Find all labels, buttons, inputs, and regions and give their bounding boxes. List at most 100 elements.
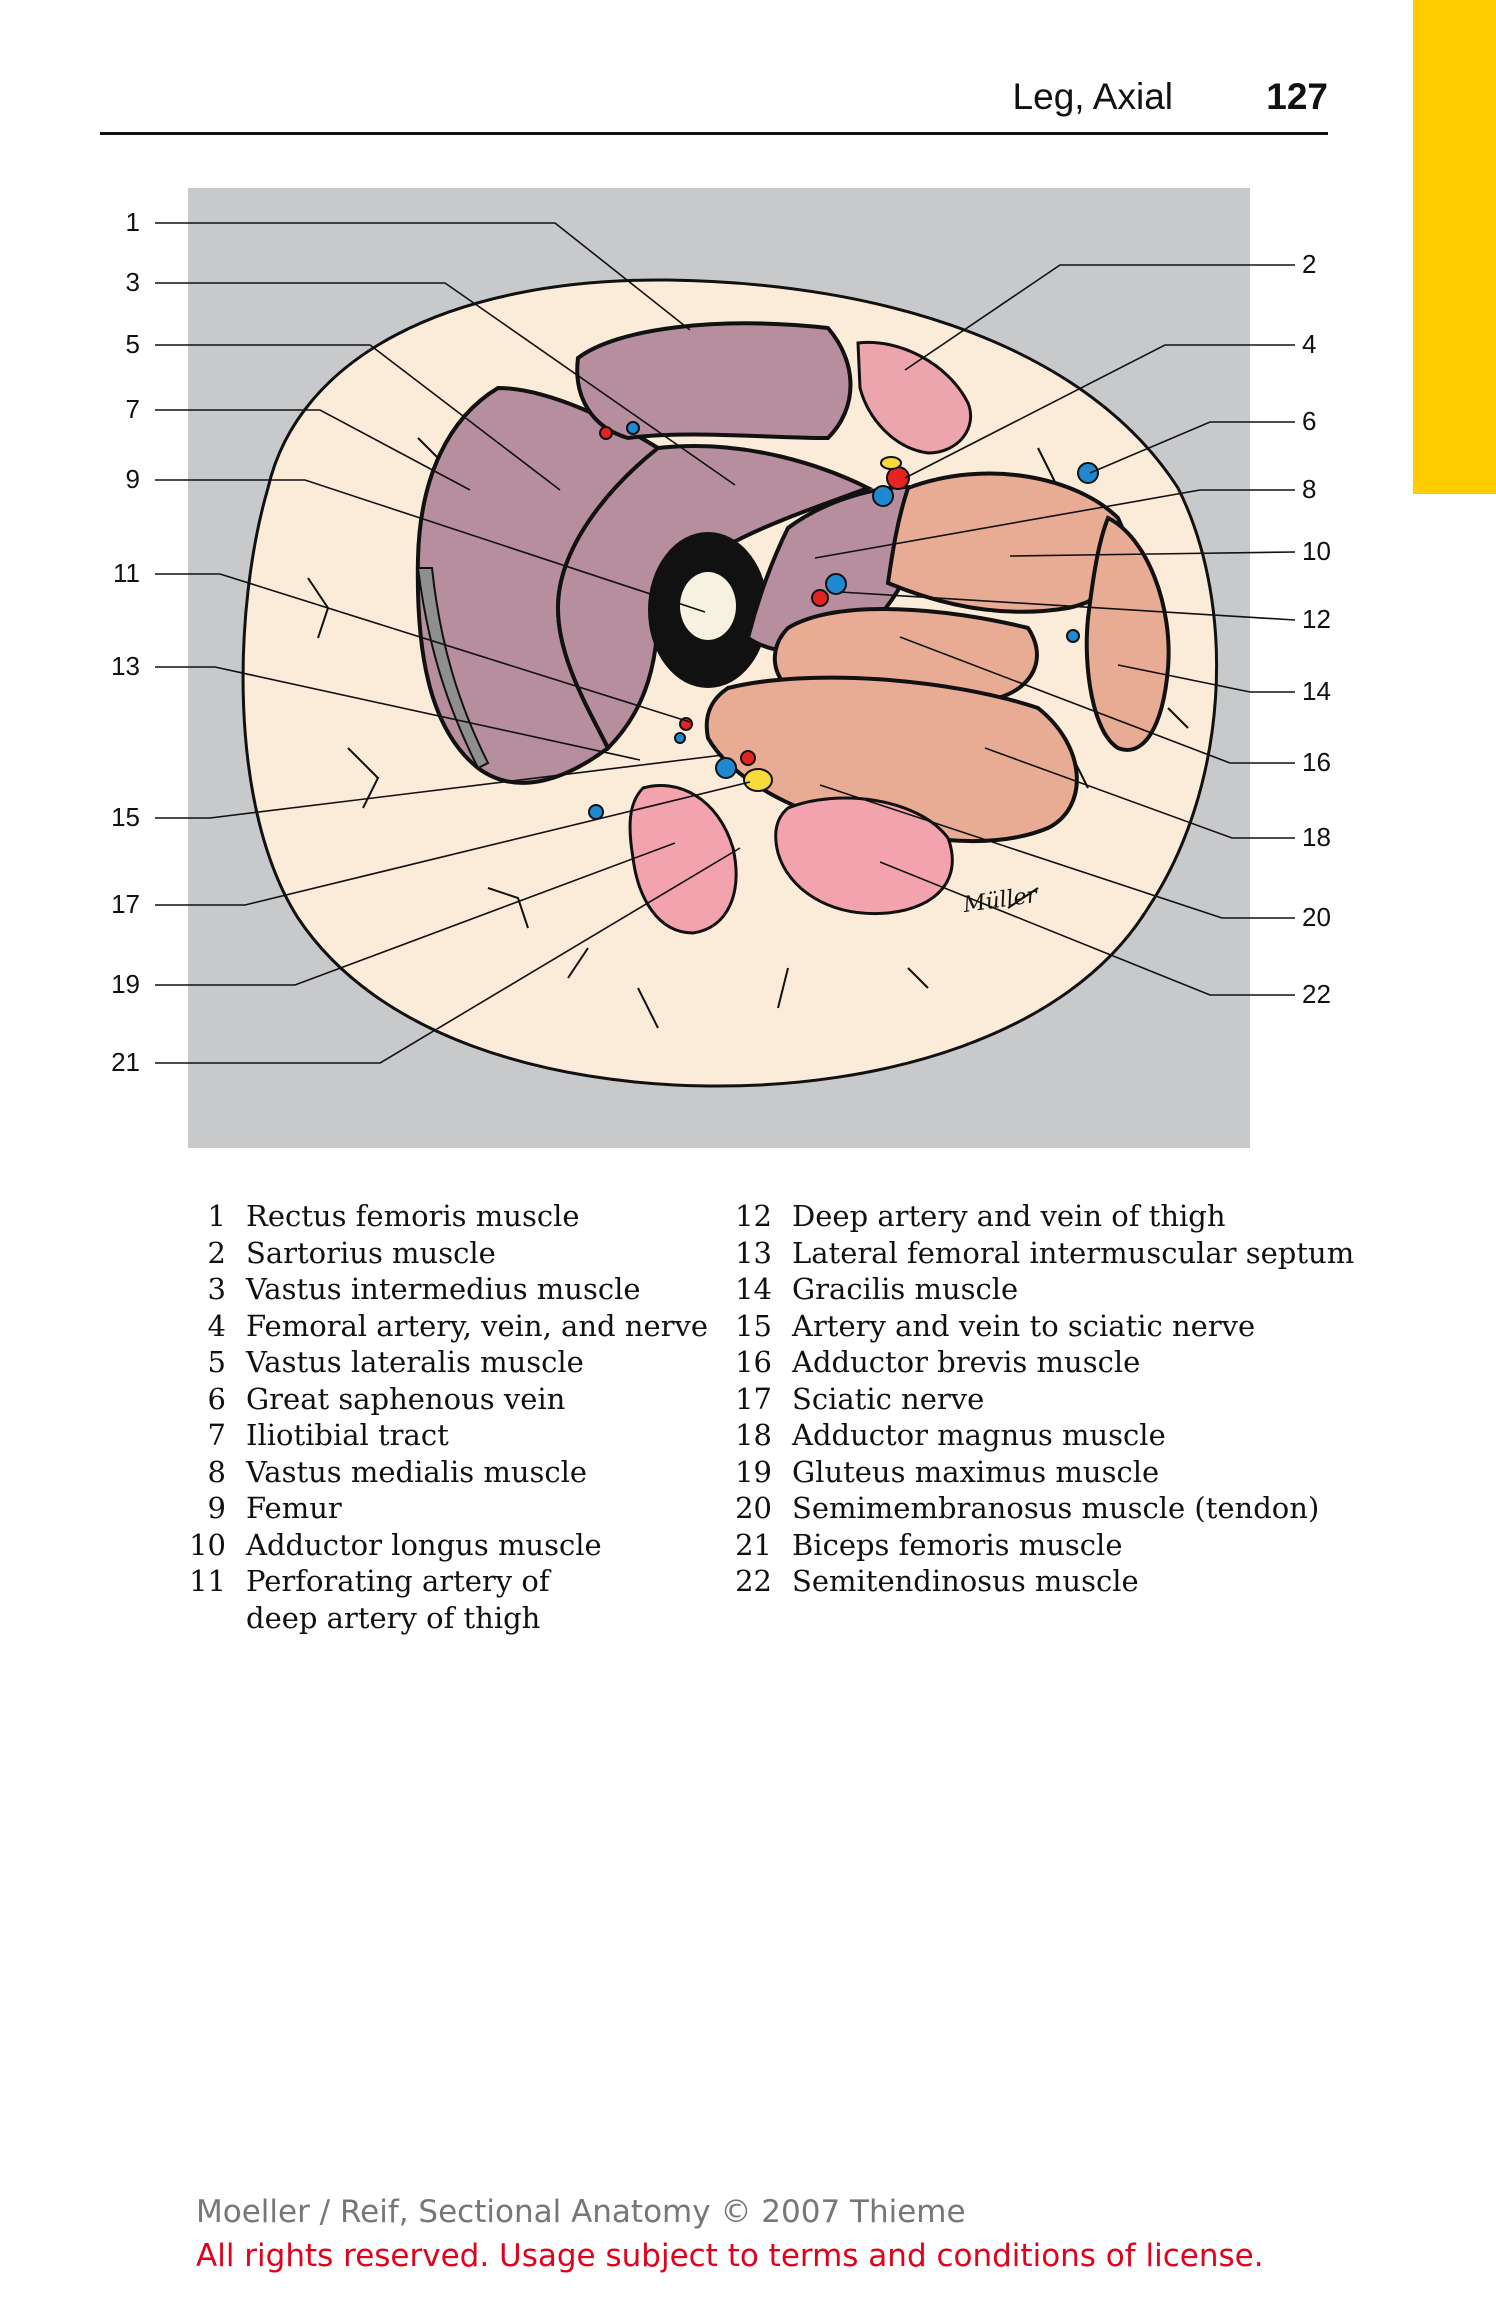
legend-text: Semimembranosus muscle (tendon): [792, 1491, 1320, 1525]
legend-text: Great saphenous vein: [246, 1381, 566, 1416]
figure-label-10: 10: [1302, 536, 1331, 566]
legend-text: Sciatic nerve: [792, 1381, 985, 1416]
legend-text: Semitendinosus muscle: [792, 1564, 1139, 1598]
legend-text: Artery and vein to sciatic nerve: [792, 1308, 1256, 1343]
legend-item: 6 Great saphenous vein: [180, 1381, 708, 1418]
legend-number: 14: [735, 1272, 772, 1306]
figure-label-12: 12: [1302, 604, 1331, 634]
figure-label-16: 16: [1302, 747, 1331, 777]
figure-label-17: 17: [111, 889, 140, 919]
legend-number: 16: [735, 1345, 772, 1379]
legend-text: Femoral artery, vein, and nerve: [246, 1308, 709, 1343]
legend-text: Perforating artery of deep artery of thi…: [246, 1564, 550, 1635]
legend-number: 4: [207, 1308, 226, 1343]
legend-number: 8: [207, 1454, 226, 1489]
sciatic-vessel-artery: [740, 750, 756, 766]
legend-text: Iliotibial tract: [246, 1418, 449, 1452]
figure-label-22: 22: [1302, 979, 1331, 1009]
figure-label-21: 21: [111, 1047, 140, 1077]
small-lateral-vein: [588, 804, 604, 820]
legend-number: 1: [207, 1199, 226, 1233]
femoral-nerve: [880, 456, 902, 470]
figure-label-15: 15: [111, 802, 140, 832]
rectus-vessel-artery: [599, 426, 613, 440]
legend-text: Adductor magnus muscle: [792, 1418, 1166, 1452]
legend-text: Lateral femoral intermuscular septum: [792, 1235, 1355, 1270]
legend-item: 5 Vastus lateralis muscle: [180, 1344, 708, 1381]
rectus-vessel-vein: [626, 421, 640, 435]
legend-number: 12: [735, 1199, 772, 1233]
figure-label-19: 19: [111, 969, 140, 999]
section-title: Leg, Axial: [1012, 76, 1173, 117]
legend-item: 9 Femur: [180, 1490, 708, 1527]
legend-item: 4 Femoral artery, vein, and nerve: [180, 1308, 709, 1345]
figure-label-20: 20: [1302, 902, 1331, 932]
legend-number: 2: [207, 1235, 226, 1270]
legend-text: Rectus femoris muscle: [246, 1199, 580, 1233]
legend-text: Gluteus maximus muscle: [792, 1454, 1160, 1489]
figure-label-2: 2: [1302, 249, 1317, 279]
perforating-vein: [674, 732, 686, 744]
legend-number: 17: [735, 1381, 772, 1416]
legend-text: Femur: [246, 1491, 342, 1525]
legend-number: 20: [735, 1491, 772, 1525]
figure-label-14: 14: [1302, 676, 1331, 706]
legend-item: 1 Rectus femoris muscle: [180, 1198, 708, 1235]
legend-item: 8 Vastus medialis muscle: [180, 1454, 708, 1491]
legend-text: Adductor longus muscle: [246, 1527, 602, 1562]
femoral-vein: [872, 485, 894, 507]
figure-label-7: 7: [125, 394, 140, 424]
legend-item: 19 Gluteus maximus muscle: [726, 1454, 1354, 1491]
medial-small-vein: [1066, 629, 1080, 643]
legend-text: Biceps femoris muscle: [792, 1527, 1123, 1562]
legend-text: Vastus intermedius muscle: [246, 1272, 641, 1306]
figure-label-18: 18: [1302, 822, 1331, 852]
figure-label-8: 8: [1302, 474, 1317, 504]
legend-item: 17 Sciatic nerve: [726, 1381, 1354, 1418]
legend-item: 2 Sartorius muscle: [180, 1235, 708, 1272]
legend-number: 21: [735, 1527, 772, 1562]
legend-number: 6: [207, 1381, 226, 1416]
legend-text: Vastus medialis muscle: [246, 1454, 588, 1489]
figure-label-9: 9: [125, 464, 140, 494]
legend-number: 19: [735, 1454, 772, 1489]
legend-item: 20 Semimembranosus muscle (tendon): [726, 1490, 1354, 1527]
legend-number: 3: [207, 1272, 226, 1306]
deep-vein: [825, 573, 847, 595]
figure-label-3: 3: [125, 267, 140, 297]
legend-item: 10 Adductor longus muscle: [180, 1527, 708, 1564]
legend-number: 22: [735, 1564, 772, 1598]
perforating-artery: [679, 717, 693, 731]
legend-number: 9: [207, 1491, 226, 1525]
legend-text: Vastus lateralis muscle: [246, 1345, 584, 1379]
sciatic-nerve: [743, 768, 773, 792]
legend-text: Adductor brevis muscle: [792, 1345, 1141, 1379]
page-header: Leg, Axial 127: [100, 70, 1328, 135]
chapter-thumb-tab: [1413, 0, 1496, 494]
thigh-cross-section-figure: Müller: [188, 188, 1250, 1148]
page-footer: Moeller / Reif, Sectional Anatomy © 2007…: [196, 2190, 1264, 2278]
legend-item: 21 Biceps femoris muscle: [726, 1527, 1354, 1564]
legend-item: 12 Deep artery and vein of thigh: [726, 1198, 1354, 1235]
figure-label-5: 5: [125, 329, 140, 359]
copyright-line: Moeller / Reif, Sectional Anatomy © 2007…: [196, 2194, 966, 2230]
legend-number: 10: [189, 1527, 226, 1562]
femur-marrow: [680, 572, 736, 640]
figure-label-11: 11: [113, 558, 140, 588]
legend-item: 16 Adductor brevis muscle: [726, 1344, 1354, 1381]
legend-text: Sartorius muscle: [246, 1235, 496, 1270]
legend-item: 3 Vastus intermedius muscle: [180, 1271, 708, 1308]
figure-label-4: 4: [1302, 329, 1317, 359]
figure-label-13: 13: [111, 651, 140, 681]
cross-section-illustration: [241, 278, 1218, 1088]
page-number: 127: [1266, 76, 1328, 117]
legend-number: 5: [207, 1345, 226, 1379]
legend-text: Deep artery and vein of thigh: [792, 1199, 1226, 1233]
legend-number: 7: [207, 1418, 226, 1452]
license-notice: All rights reserved. Usage subject to te…: [196, 2238, 1264, 2274]
